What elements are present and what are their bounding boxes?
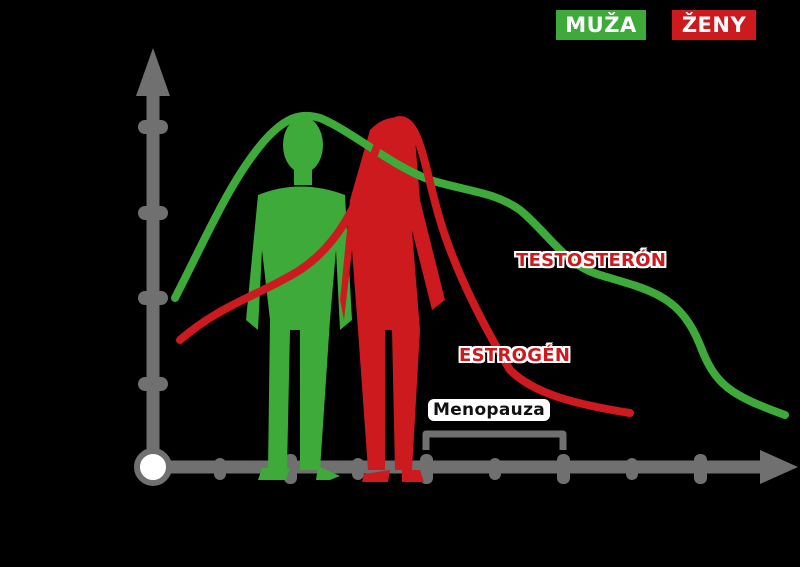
x-axis xyxy=(165,450,798,484)
estrogen-curve xyxy=(176,115,634,417)
menopause-label: Menopauza xyxy=(428,399,551,421)
male-silhouette xyxy=(246,117,352,480)
female-silhouette xyxy=(340,117,445,482)
origin-marker xyxy=(134,448,172,486)
estrogen-label: ESTROGÉN xyxy=(459,345,571,366)
testosterone-curve xyxy=(171,111,789,419)
legend-men: MUŽA xyxy=(556,10,646,40)
menopause-bracket xyxy=(422,430,567,450)
testosterone-label: TESTOSTERÓN xyxy=(516,250,667,271)
legend-women: ŽENY xyxy=(672,10,756,40)
y-axis xyxy=(136,48,170,455)
